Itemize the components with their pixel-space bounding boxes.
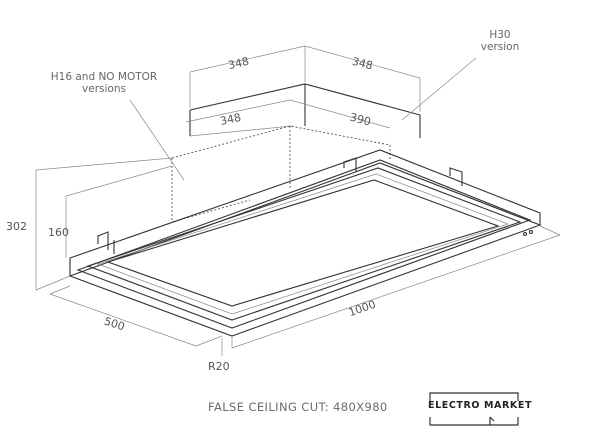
h16-callout-line1: H16 and NO MOTOR	[51, 71, 157, 83]
h30-callout-line2: version	[481, 41, 519, 53]
h16-callout-line2: versions	[82, 83, 126, 95]
dim-348-top-left: 348	[227, 55, 250, 72]
electro-market-logo: ELECTRO MARKET	[428, 391, 533, 427]
h30-callout-line1: H30	[489, 29, 510, 41]
false-ceiling-cut-caption: FALSE CEILING CUT: 480X980	[208, 400, 388, 414]
dim-1000: 1000	[347, 298, 378, 319]
dim-160: 160	[48, 226, 69, 239]
callout-leaders	[129, 57, 477, 181]
dim-390: 390	[349, 111, 373, 129]
dim-r20: R20	[208, 360, 230, 373]
motor-housing-h16	[171, 125, 391, 223]
motor-housing-h30	[189, 83, 421, 138]
dimension-lines	[35, 45, 561, 356]
logo-text: ELECTRO MARKET	[428, 400, 533, 411]
hood-frame	[68, 149, 542, 337]
dim-348-inner: 348	[219, 111, 242, 128]
logo-frame-icon	[429, 392, 519, 426]
dim-500: 500	[102, 315, 126, 334]
dim-302: 302	[6, 220, 27, 233]
dim-348-top-right: 348	[351, 55, 375, 73]
